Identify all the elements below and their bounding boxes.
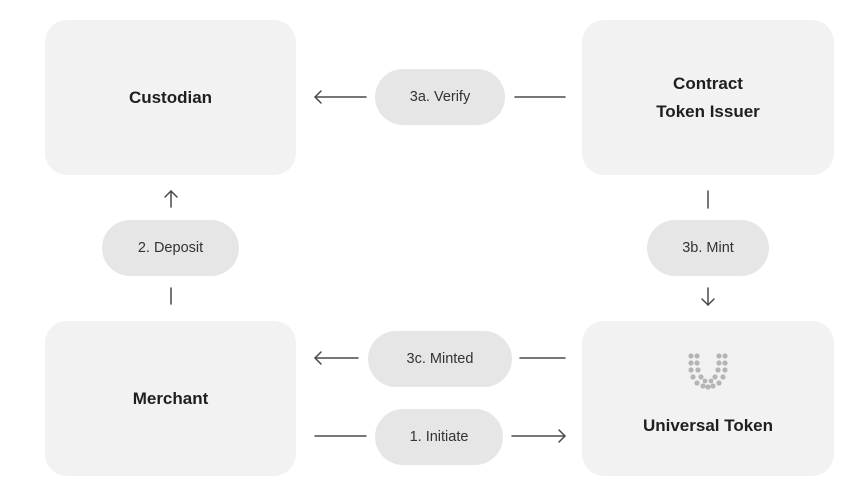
custodian-node: Custodian (45, 20, 296, 175)
minted-connector (314, 351, 566, 365)
initiate-connector (314, 429, 566, 443)
step-mint-pill: 3b. Mint (647, 220, 769, 276)
contract-issuer-label-line2: Token Issuer (656, 101, 760, 121)
merchant-label: Merchant (132, 388, 209, 408)
mint-connector (701, 190, 715, 306)
contract-issuer-label-line1: Contract (673, 73, 743, 93)
custodian-label: Custodian (128, 87, 213, 107)
step-deposit-pill: 2. Deposit (102, 220, 239, 276)
contract-token-issuer-node: Contract Token Issuer (582, 20, 834, 175)
step-verify-label: 3a. Verify (409, 89, 471, 105)
step-minted-label: 3c. Minted (406, 351, 474, 367)
deposit-connector (164, 190, 178, 305)
universal-token-label: Universal Token (642, 416, 774, 435)
step-minted-pill: 3c. Minted (368, 331, 512, 387)
step-deposit-label: 2. Deposit (137, 240, 204, 256)
universal-token-logo-icon (688, 353, 728, 390)
step-mint-label: 3b. Mint (682, 240, 734, 256)
verify-connector (314, 90, 566, 104)
merchant-node: Merchant (45, 321, 296, 476)
step-verify-pill: 3a. Verify (375, 69, 505, 125)
universal-token-node: Universal Token (582, 321, 834, 476)
step-initiate-pill: 1. Initiate (375, 409, 503, 465)
step-initiate-label: 1. Initiate (409, 429, 469, 445)
